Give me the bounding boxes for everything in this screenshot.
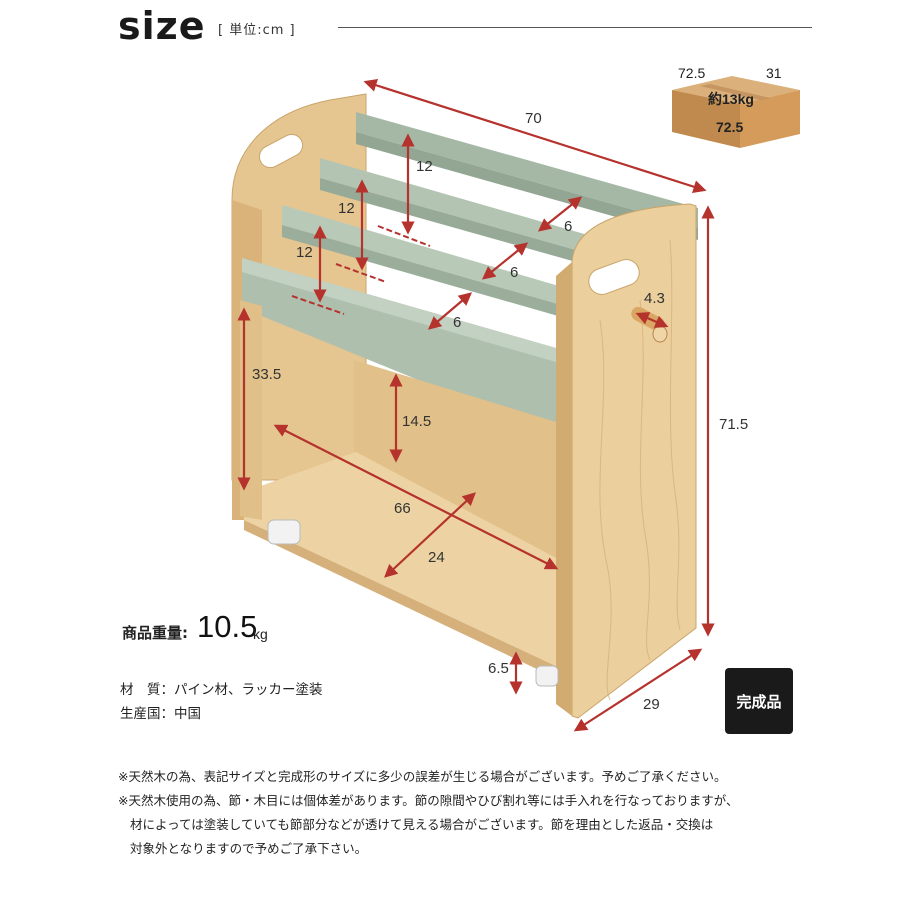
dim-lower-height: 33.5 [252, 366, 282, 383]
package-width-label: 72.5 [678, 65, 706, 81]
unit-label: [ 単位:cm ] [218, 23, 296, 38]
dim-gap-1: 6 [564, 218, 573, 235]
dim-width-top: 70 [525, 110, 542, 127]
material-text: 材 質：パイン材、ラッカー塗装 [120, 682, 323, 698]
dim-shelf-width: 66 [394, 500, 411, 517]
slat-front [242, 258, 570, 442]
header-divider [338, 27, 812, 28]
assembled-badge: 完成品 [725, 668, 793, 734]
dim-handle-depth: 4.3 [644, 290, 665, 307]
dim-caster-height: 6.5 [488, 660, 509, 677]
dim-gap-2: 6 [510, 264, 519, 281]
origin-text: 生産国：中国 [120, 706, 201, 722]
page-title: size [118, 4, 206, 48]
dim-total-height: 71.5 [719, 416, 749, 433]
dim-shelf-depth: 24 [428, 549, 445, 566]
note-line: 対象外となりますので予めご了承下さい。 [130, 841, 368, 856]
dim-compartment-2: 12 [338, 200, 355, 217]
dim-compartment-1: 12 [416, 158, 433, 175]
dim-shelf-height: 14.5 [402, 413, 432, 430]
package-box-icon [672, 76, 800, 148]
package-depth-label: 31 [766, 65, 782, 81]
dim-gap-3: 6 [453, 314, 462, 331]
package-length-label: 72.5 [716, 119, 744, 135]
weight-label: 商品重量: [122, 624, 188, 642]
dim-compartment-3: 12 [296, 244, 313, 261]
dim-depth: 29 [643, 696, 660, 713]
weight-value: 10.5 [197, 609, 258, 644]
weight-unit: kg [253, 626, 268, 642]
note-line: 材によっては塗装していても節部分などが透けて見える場合がございます。節を理由とし… [130, 817, 714, 832]
note-line: ※天然木の為、表記サイズと完成形のサイズに多少の誤差が生じる場合がございます。予… [118, 769, 727, 784]
package-weight-label: 約13kg [708, 91, 754, 107]
note-line: ※天然木使用の為、節・木目には個体差があります。節の隙間やひび割れ等には手入れを… [118, 793, 739, 808]
